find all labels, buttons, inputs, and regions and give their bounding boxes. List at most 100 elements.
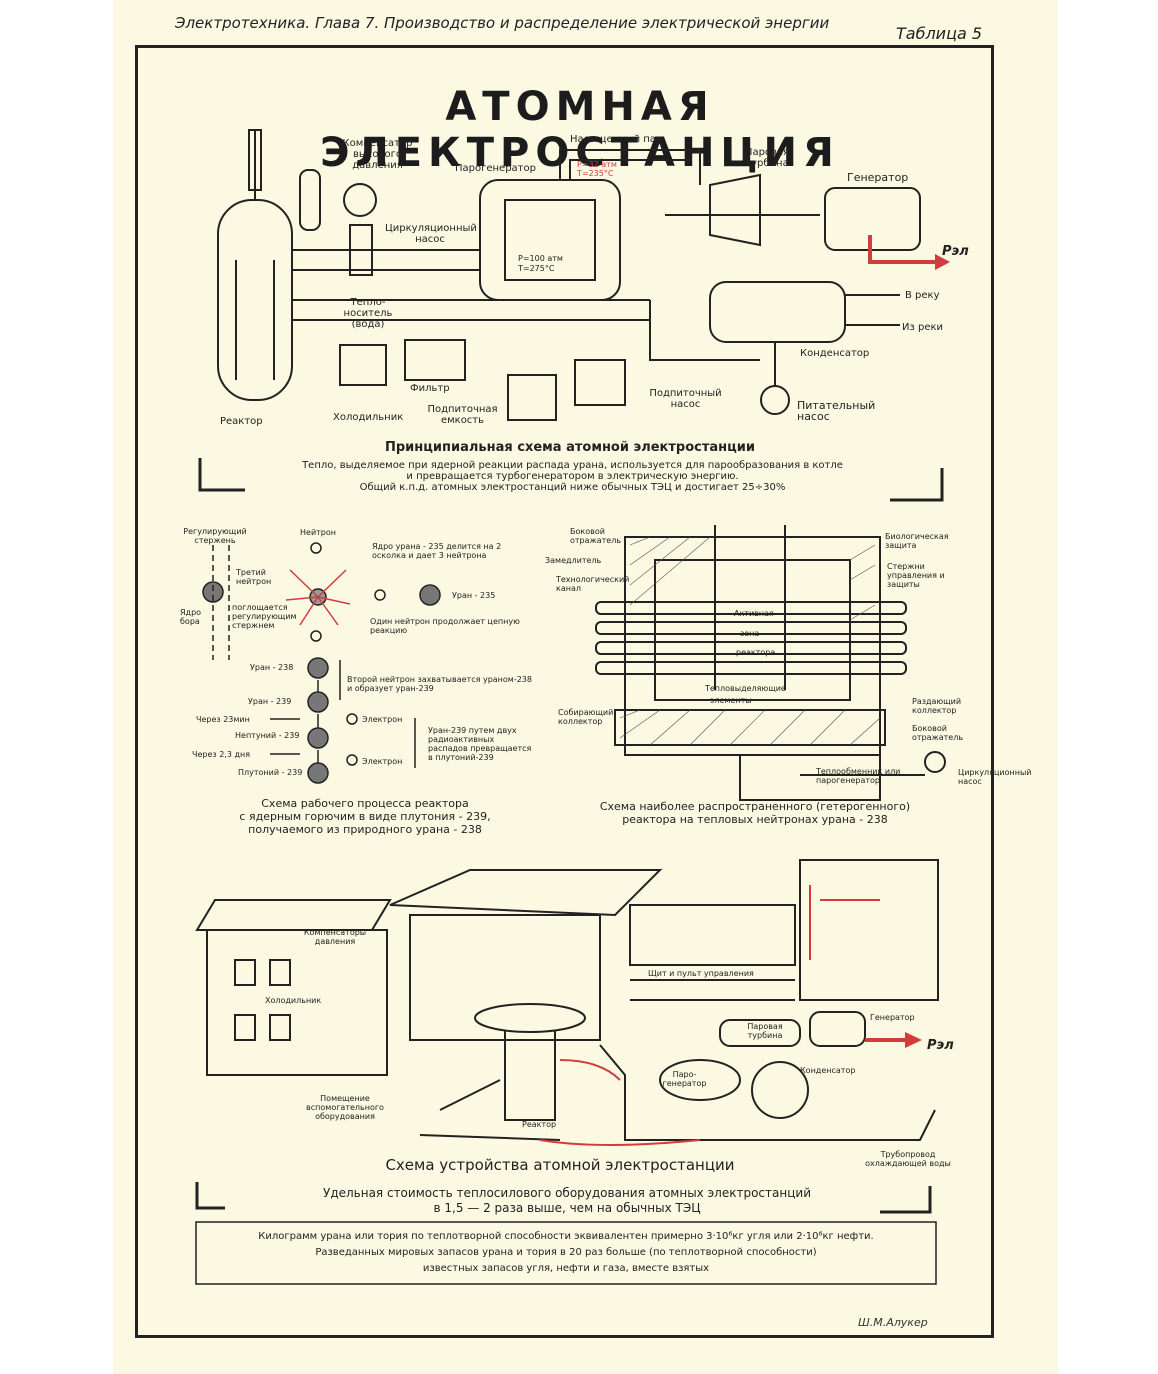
label-bottom-reactor: Реактор — [522, 1120, 557, 1129]
label-generator: Генератор — [847, 171, 909, 184]
label-coolant: Тепло-носитель (вода) — [343, 297, 393, 330]
label-distributing: Раздающий коллектор — [912, 697, 962, 715]
label-active-1: Активная — [734, 609, 774, 618]
label-circ-pump: Циркуляционный насос — [958, 768, 1032, 786]
label-absorbed: поглощается регулирующим стержнем — [232, 603, 297, 630]
label-feed-pump: Питательный насос — [797, 399, 876, 423]
top-caption: Принципиальная схема атомной электростан… — [385, 440, 755, 455]
condenser-shape — [709, 281, 846, 343]
label-neptunium: Нептуний - 239 — [235, 731, 300, 740]
label-bottom-generator: Генератор — [870, 1013, 915, 1022]
substation-inset — [799, 859, 939, 1001]
label-pipeline: Трубопровод охлаждающей воды — [865, 1150, 951, 1168]
label-fuel-2: элементы — [710, 696, 752, 705]
poster-frame — [135, 45, 994, 1338]
label-t-low: T=235°C — [577, 169, 614, 178]
label-neutron: Нейтрон — [300, 528, 336, 537]
label-t-high: T=275°C — [518, 264, 555, 273]
left-caption-1: Схема рабочего процесса реактора — [261, 797, 469, 810]
top-note-line-2: и превращается турбогенератором в электр… — [406, 471, 739, 482]
label-u235: Уран - 235 — [452, 591, 496, 600]
footer-line-3: известных запасов угля, нефти и газа, вм… — [422, 1263, 710, 1274]
label-side-reflector-2: Боковой отражатель — [912, 724, 964, 742]
label-plutonium: Плутоний - 239 — [238, 768, 303, 777]
steam-generator-shape — [479, 179, 621, 301]
footer-line-1: Килограмм урана или тория по теплотворно… — [258, 1231, 874, 1242]
label-side-reflector: Боковой отражатель — [570, 527, 622, 545]
label-second-neutron: Второй нейтрон захватывается ураном-238 … — [347, 675, 532, 693]
top-note: Тепло, выделяемое при ядерной реакции ра… — [205, 460, 940, 493]
label-p-el-top: Pэл — [942, 244, 969, 259]
generator-shape — [824, 187, 921, 251]
top-note-line-1: Тепло, выделяемое при ядерной реакции ра… — [302, 460, 843, 471]
reactor-vessel — [217, 199, 293, 401]
label-control-rod: Регулирующий стержень — [183, 527, 247, 545]
label-tech-channel: Технологический канал — [556, 575, 630, 593]
bottom-note: Удельная стоимость теплосилового оборудо… — [212, 1186, 922, 1216]
label-aux-room: Помещение вспомогательного оборудования — [306, 1094, 384, 1121]
footer-line-2: Разведанных мировых запасов урана и тори… — [315, 1247, 817, 1258]
label-saturated-steam: Насыщенный пар — [570, 134, 663, 145]
header-left: Электротехника. Глава 7. Производство и … — [175, 14, 830, 32]
label-bottom-turbine: Паровая турбина — [747, 1022, 783, 1040]
label-after23d: Через 2,3 дня — [192, 750, 251, 759]
label-condenser: Конденсатор — [800, 348, 870, 359]
left-roof — [195, 899, 392, 931]
left-caption-2: с ядерным горючим в виде плутония - 239, — [239, 810, 491, 823]
label-from-river: Из реки — [902, 322, 944, 333]
label-p-low: P=32 атм — [577, 160, 617, 169]
label-bottom-condenser: Конденсатор — [800, 1066, 856, 1075]
label-makeup-tank: Подпиточная емкость — [427, 404, 498, 426]
compensator-shape — [299, 169, 321, 231]
right-caption-1: Схема наиболее распространенного (гетеро… — [599, 800, 911, 813]
label-active-3: реактора — [736, 648, 776, 657]
left-caption-3: получаемого из природного урана - 238 — [248, 823, 482, 836]
label-steam-generator: Парогенератор — [455, 163, 536, 174]
label-rods: Стержни управления и защиты — [887, 562, 945, 589]
label-u239: Уран - 239 — [248, 697, 292, 706]
label-active-2: зона — [740, 629, 760, 638]
bottom-caption: Схема устройства атомной электростанции — [385, 1156, 735, 1174]
right-caption: Схема наиболее распространенного (гетеро… — [560, 800, 950, 826]
label-fuel-1: Тепловыделяющие — [705, 684, 786, 693]
label-one-neutron: Один нейтрон продолжает цепную реакцию — [370, 617, 520, 635]
label-after23: Через 23мин — [196, 715, 250, 724]
label-split-note: Ядро урана - 235 делится на 2 осколка и … — [372, 542, 502, 560]
label-control-panel: Щит и пульт управления — [648, 969, 754, 978]
label-steam-turbine: Паровая турбина — [744, 147, 790, 169]
top-note-line-3: Общий к.п.д. атомных электростанций ниже… — [359, 482, 786, 493]
label-collecting: Собирающий коллектор — [558, 708, 614, 726]
label-moderator: Замедлитель — [545, 556, 602, 565]
label-bottom-cooler: Холодильник — [265, 996, 322, 1005]
label-bottom-steam-gen: Паро-генератор — [662, 1070, 707, 1088]
label-pump-circ: Циркуляционный насос — [385, 223, 477, 245]
label-bio-shield: Биологическая защита — [885, 532, 949, 550]
reactor-roof — [389, 869, 663, 917]
poster-title: АТОМНАЯ ЭЛЕКТРОСТАНЦИЯ — [320, 84, 840, 176]
label-electron-2: Электрон — [362, 757, 403, 766]
label-reactor: Реактор — [220, 416, 263, 427]
label-to-river: В реку — [905, 290, 940, 301]
label-p-high: P=100 атм — [518, 254, 563, 263]
label-heat-exchanger: Теплообменник или парогенератор — [816, 767, 901, 785]
label-makeup-pump: Подпиточный насос — [649, 388, 722, 410]
signature: Ш.М.Алукер — [858, 1316, 928, 1329]
label-cooler: Холодильник — [333, 412, 404, 423]
label-electron-1: Электрон — [362, 715, 403, 724]
label-compensator: Компенсатор высокого давления — [342, 138, 413, 171]
left-caption: Схема рабочего процесса реактора с ядерн… — [200, 797, 530, 836]
reactor-shield — [624, 536, 881, 756]
label-u238: Уран - 238 — [250, 663, 294, 672]
label-compensators: Компенсаторы давления — [303, 928, 367, 946]
label-third-neutron: Третий нейтрон — [236, 568, 272, 586]
label-boron: Ядро бора — [180, 608, 202, 626]
footer-box: Килограмм урана или тория по теплотворно… — [200, 1228, 932, 1277]
power-arrow-top — [868, 235, 935, 264]
right-caption-2: реактора на тепловых нейтронах урана - 2… — [622, 813, 888, 826]
label-p-el-bottom: Pэл — [927, 1038, 954, 1053]
header-right: Таблица 5 — [896, 24, 983, 43]
label-filter: Фильтр — [410, 383, 450, 394]
bottom-note-line-1: Удельная стоимость теплосилового оборудо… — [323, 1186, 811, 1200]
bottom-note-line-2: в 1,5 — 2 раза выше, чем на обычных ТЭЦ — [433, 1201, 701, 1215]
